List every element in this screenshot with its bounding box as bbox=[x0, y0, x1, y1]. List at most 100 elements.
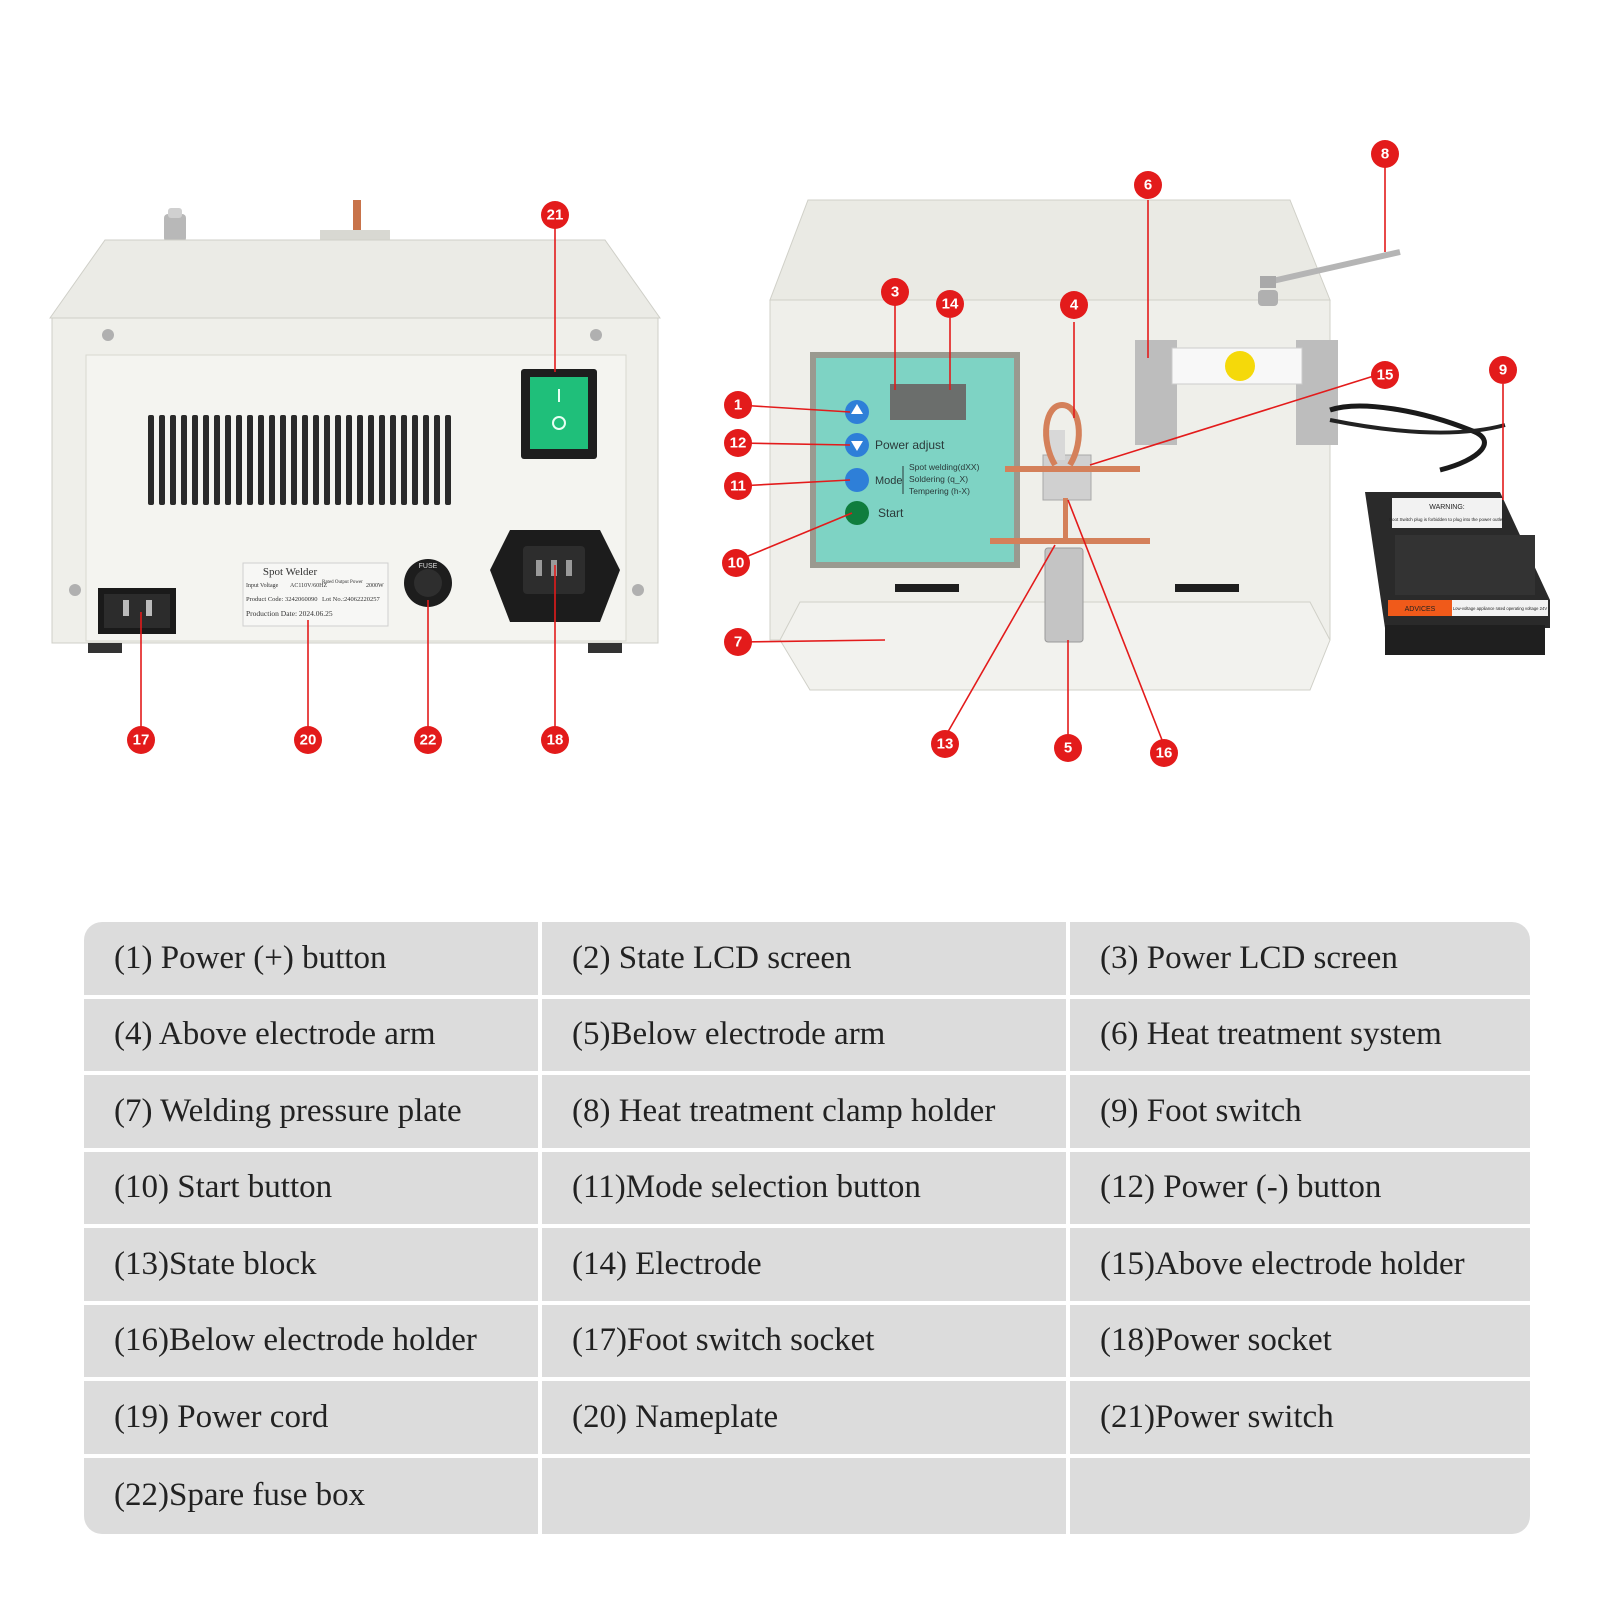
legend-cell: (15)Above electrode holder bbox=[1070, 1228, 1530, 1305]
vent-slot bbox=[368, 415, 374, 505]
foot-switch-advices-text: Low-voltage appliance rated operating vo… bbox=[1453, 606, 1547, 611]
svg-text:9: 9 bbox=[1499, 362, 1507, 379]
callout-1: 1 bbox=[724, 391, 752, 419]
vent-grille bbox=[148, 415, 451, 505]
vent-slot bbox=[247, 415, 253, 505]
legend-cell: (2) State LCD screen bbox=[542, 922, 1070, 999]
callout-7: 7 bbox=[724, 628, 752, 656]
callout-15: 15 bbox=[1371, 361, 1399, 389]
vent-slot bbox=[170, 415, 176, 505]
vent-slot bbox=[192, 415, 198, 505]
callout-17: 17 bbox=[127, 726, 155, 754]
product-illustration: Spot Welder Input Voltage AC110V/60HZ Ra… bbox=[49, 140, 1550, 767]
svg-text:4: 4 bbox=[1070, 297, 1079, 314]
front-view-machine: Power adjust Mode Start Spot welding(dXX… bbox=[769, 199, 1506, 691]
power-adjust-label: Power adjust bbox=[875, 438, 945, 452]
rear-view-machine: Spot Welder Input Voltage AC110V/60HZ Ra… bbox=[49, 200, 661, 653]
vent-slot bbox=[401, 415, 407, 505]
callout-16: 16 bbox=[1150, 739, 1178, 767]
mode-option-spot-welding: Spot welding(dXX) bbox=[909, 462, 980, 472]
vent-slot bbox=[423, 415, 429, 505]
svg-text:21: 21 bbox=[547, 207, 564, 224]
vent-slot bbox=[357, 415, 363, 505]
legend-cell: (14) Electrode bbox=[542, 1228, 1070, 1305]
legend-cell: (5)Below electrode arm bbox=[542, 998, 1070, 1075]
vent-slot bbox=[236, 415, 242, 505]
svg-text:1: 1 bbox=[734, 397, 742, 414]
legend-cell: (8) Heat treatment clamp holder bbox=[542, 1075, 1070, 1152]
legend-cell: (18)Power socket bbox=[1070, 1305, 1530, 1381]
vent-slot bbox=[225, 415, 231, 505]
foot-switch-warning-title: WARNING: bbox=[1429, 504, 1465, 511]
svg-text:17: 17 bbox=[133, 732, 150, 749]
callout-5: 5 bbox=[1054, 734, 1082, 762]
vent-slot bbox=[148, 415, 154, 505]
callout-12: 12 bbox=[724, 429, 752, 457]
legend-cell: (21)Power switch bbox=[1070, 1381, 1530, 1458]
vent-slot bbox=[181, 415, 187, 505]
callout-8: 8 bbox=[1371, 140, 1399, 168]
legend-cell: (17)Foot switch socket bbox=[542, 1304, 1070, 1381]
svg-text:5: 5 bbox=[1064, 740, 1072, 757]
vent-slot bbox=[412, 415, 418, 505]
svg-text:8: 8 bbox=[1381, 146, 1389, 163]
nameplate-title: Spot Welder bbox=[263, 566, 318, 578]
vent-slot bbox=[346, 415, 352, 505]
vent-slot bbox=[291, 415, 297, 505]
callout-4: 4 bbox=[1060, 291, 1088, 319]
legend-cell: (16)Below electrode holder bbox=[84, 1304, 542, 1381]
svg-text:18: 18 bbox=[547, 732, 564, 749]
mode-option-tempering: Tempering (h-X) bbox=[909, 486, 970, 496]
legend-cell: (3) Power LCD screen bbox=[1070, 922, 1530, 999]
mode-option-soldering: Soldering (q_X) bbox=[909, 474, 968, 484]
nameplate-lot-no: Lot No.:24062220257 bbox=[322, 596, 381, 603]
legend-cell: (1) Power (+) button bbox=[84, 922, 542, 999]
vent-slot bbox=[258, 415, 264, 505]
fuse-label: FUSE bbox=[419, 563, 438, 570]
nameplate-input-voltage-value: AC110V/60HZ bbox=[290, 583, 327, 589]
callout-13: 13 bbox=[931, 730, 959, 758]
legend-cell: (4) Above electrode arm bbox=[84, 998, 542, 1075]
legend-cell: (9) Foot switch bbox=[1070, 1075, 1530, 1152]
vent-slot bbox=[445, 415, 451, 505]
svg-text:6: 6 bbox=[1144, 177, 1152, 194]
foot-switch: WARNING: Foot Switch plug is forbidden t… bbox=[1365, 492, 1550, 655]
svg-text:16: 16 bbox=[1156, 745, 1173, 762]
callout-20: 20 bbox=[294, 726, 322, 754]
legend-cell: (10) Start button bbox=[84, 1151, 542, 1228]
nameplate-product-code: Product Code: 3242060090 bbox=[246, 596, 318, 603]
svg-text:12: 12 bbox=[730, 435, 747, 452]
legend-cell: (19) Power cord bbox=[84, 1381, 542, 1458]
mode-label: Mode bbox=[875, 475, 903, 487]
parts-legend-table: (1) Power (+) button(2) State LCD screen… bbox=[84, 922, 1530, 1534]
legend-cell: (7) Welding pressure plate bbox=[84, 1075, 542, 1152]
callout-14: 14 bbox=[936, 290, 964, 318]
svg-text:14: 14 bbox=[942, 296, 959, 313]
legend-cell: (20) Nameplate bbox=[542, 1381, 1070, 1458]
svg-text:13: 13 bbox=[937, 736, 954, 753]
legend-cell: (11)Mode selection button bbox=[542, 1151, 1070, 1228]
start-label: Start bbox=[878, 506, 904, 520]
nameplate-input-voltage-label: Input Voltage bbox=[246, 583, 279, 589]
vent-slot bbox=[269, 415, 275, 505]
callout-9: 9 bbox=[1489, 356, 1517, 384]
svg-text:20: 20 bbox=[300, 732, 317, 749]
callout-6: 6 bbox=[1134, 171, 1162, 199]
vent-slot bbox=[302, 415, 308, 505]
vent-slot bbox=[335, 415, 341, 505]
vent-slot bbox=[390, 415, 396, 505]
legend-cell: (22)Spare fuse box bbox=[84, 1457, 542, 1534]
svg-text:11: 11 bbox=[730, 478, 746, 495]
vent-slot bbox=[313, 415, 319, 505]
vent-slot bbox=[203, 415, 209, 505]
svg-text:15: 15 bbox=[1377, 367, 1394, 384]
svg-text:10: 10 bbox=[728, 555, 745, 572]
vent-slot bbox=[159, 415, 165, 505]
legend-cell: (12) Power (-) button bbox=[1070, 1152, 1530, 1228]
svg-text:7: 7 bbox=[734, 634, 742, 651]
callout-lines bbox=[140, 166, 1504, 746]
callout-22: 22 bbox=[414, 726, 442, 754]
callout-21: 21 bbox=[541, 201, 569, 229]
legend-cell bbox=[542, 1457, 1070, 1534]
callout-3: 3 bbox=[881, 278, 909, 306]
